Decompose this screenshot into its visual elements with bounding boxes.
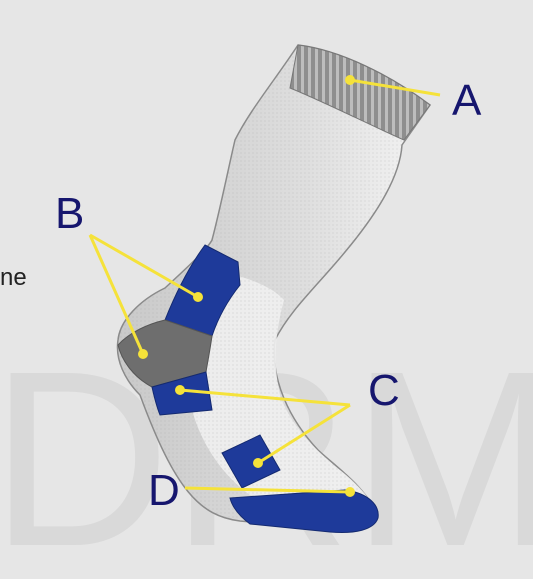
leader-b1 bbox=[90, 235, 198, 297]
dot-d bbox=[345, 487, 355, 497]
dot-c2 bbox=[253, 458, 263, 468]
dot-c1 bbox=[175, 385, 185, 395]
callout-b: B bbox=[55, 189, 84, 238]
callout-a: A bbox=[452, 76, 482, 125]
dot-b2 bbox=[138, 349, 148, 359]
dot-a bbox=[345, 75, 355, 85]
dot-b1 bbox=[193, 292, 203, 302]
callout-d: D bbox=[148, 466, 180, 515]
callout-c: C bbox=[368, 366, 400, 415]
partial-text: ne bbox=[0, 264, 27, 291]
